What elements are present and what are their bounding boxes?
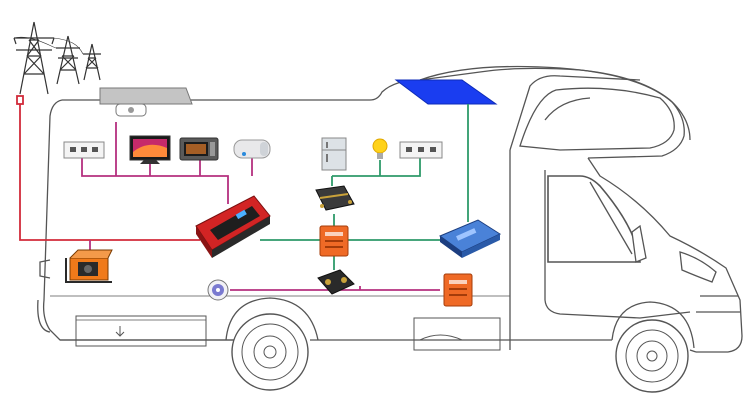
motorhome-outline <box>37 65 743 353</box>
grid-power-wire <box>16 95 200 241</box>
charge-controller-icon <box>438 219 502 258</box>
front-wheel <box>615 319 689 393</box>
circuit-breaker-icon <box>319 225 349 257</box>
bulb-icon <box>372 138 388 159</box>
roof-air-conditioner <box>99 87 193 117</box>
solar-panel-icon <box>394 79 498 105</box>
fridge-icon <box>321 137 347 171</box>
battery-breaker <box>443 273 473 307</box>
tv-icon <box>129 135 171 164</box>
microwave-icon <box>179 137 219 161</box>
inverter-icon <box>195 195 271 258</box>
dc-outlet-strip <box>399 141 443 159</box>
generator-icon <box>65 249 113 283</box>
water-heater-icon <box>233 139 271 159</box>
shore-inlet-icon <box>207 279 229 301</box>
dc-distribution-wires <box>260 104 469 270</box>
battery-switch-icon <box>317 269 355 295</box>
ac-outlet-strip <box>63 141 105 159</box>
transmission-tower-icon <box>13 21 101 95</box>
fuse-block-icon <box>315 185 355 211</box>
rear-wheel <box>231 313 309 391</box>
